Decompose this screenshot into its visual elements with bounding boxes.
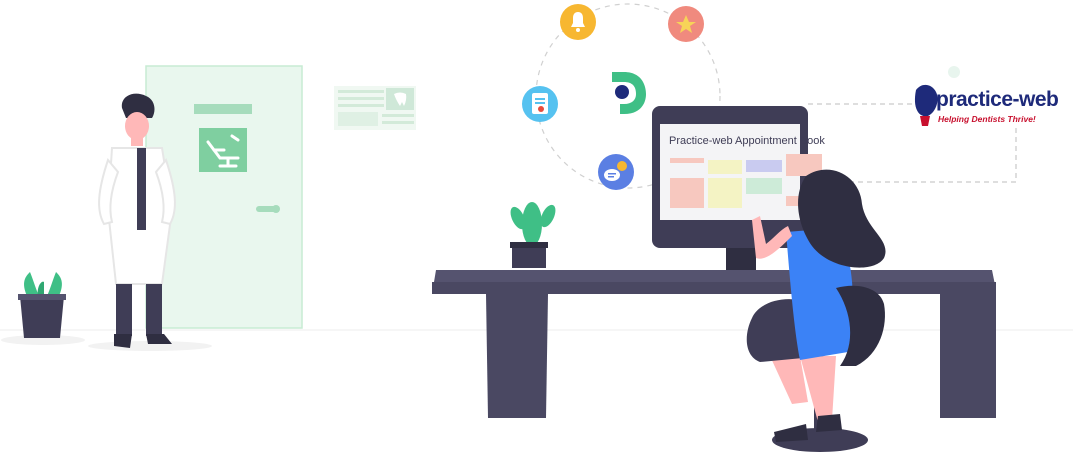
desk (432, 270, 996, 418)
star-icon (668, 6, 704, 42)
screen-title: Practice-web Appointment Book (669, 135, 825, 147)
dental-chair-icon (206, 134, 240, 168)
logo-connector (808, 103, 1017, 183)
monitor (652, 106, 822, 270)
decorative-dot (948, 66, 960, 78)
orbit-path (535, 3, 721, 189)
practice-web-logo-mark (914, 84, 938, 126)
doctor-figure (88, 93, 212, 351)
chat-icon (598, 154, 634, 190)
tooth-icon (394, 92, 407, 106)
brand-name: practice-web (936, 88, 1059, 111)
woman-figure (746, 169, 886, 452)
brand-tagline: Helping Dentists Thrive! (938, 114, 1036, 124)
potted-plant-left (1, 272, 85, 345)
potted-cactus (510, 202, 556, 268)
dental-chart-poster (334, 86, 416, 130)
bell-icon (560, 4, 596, 40)
practice-web-logo: practice-web Helping Dentists Thrive! (910, 80, 1059, 128)
d-logo-icon (612, 72, 646, 114)
document-icon (522, 86, 558, 122)
door (145, 65, 303, 329)
